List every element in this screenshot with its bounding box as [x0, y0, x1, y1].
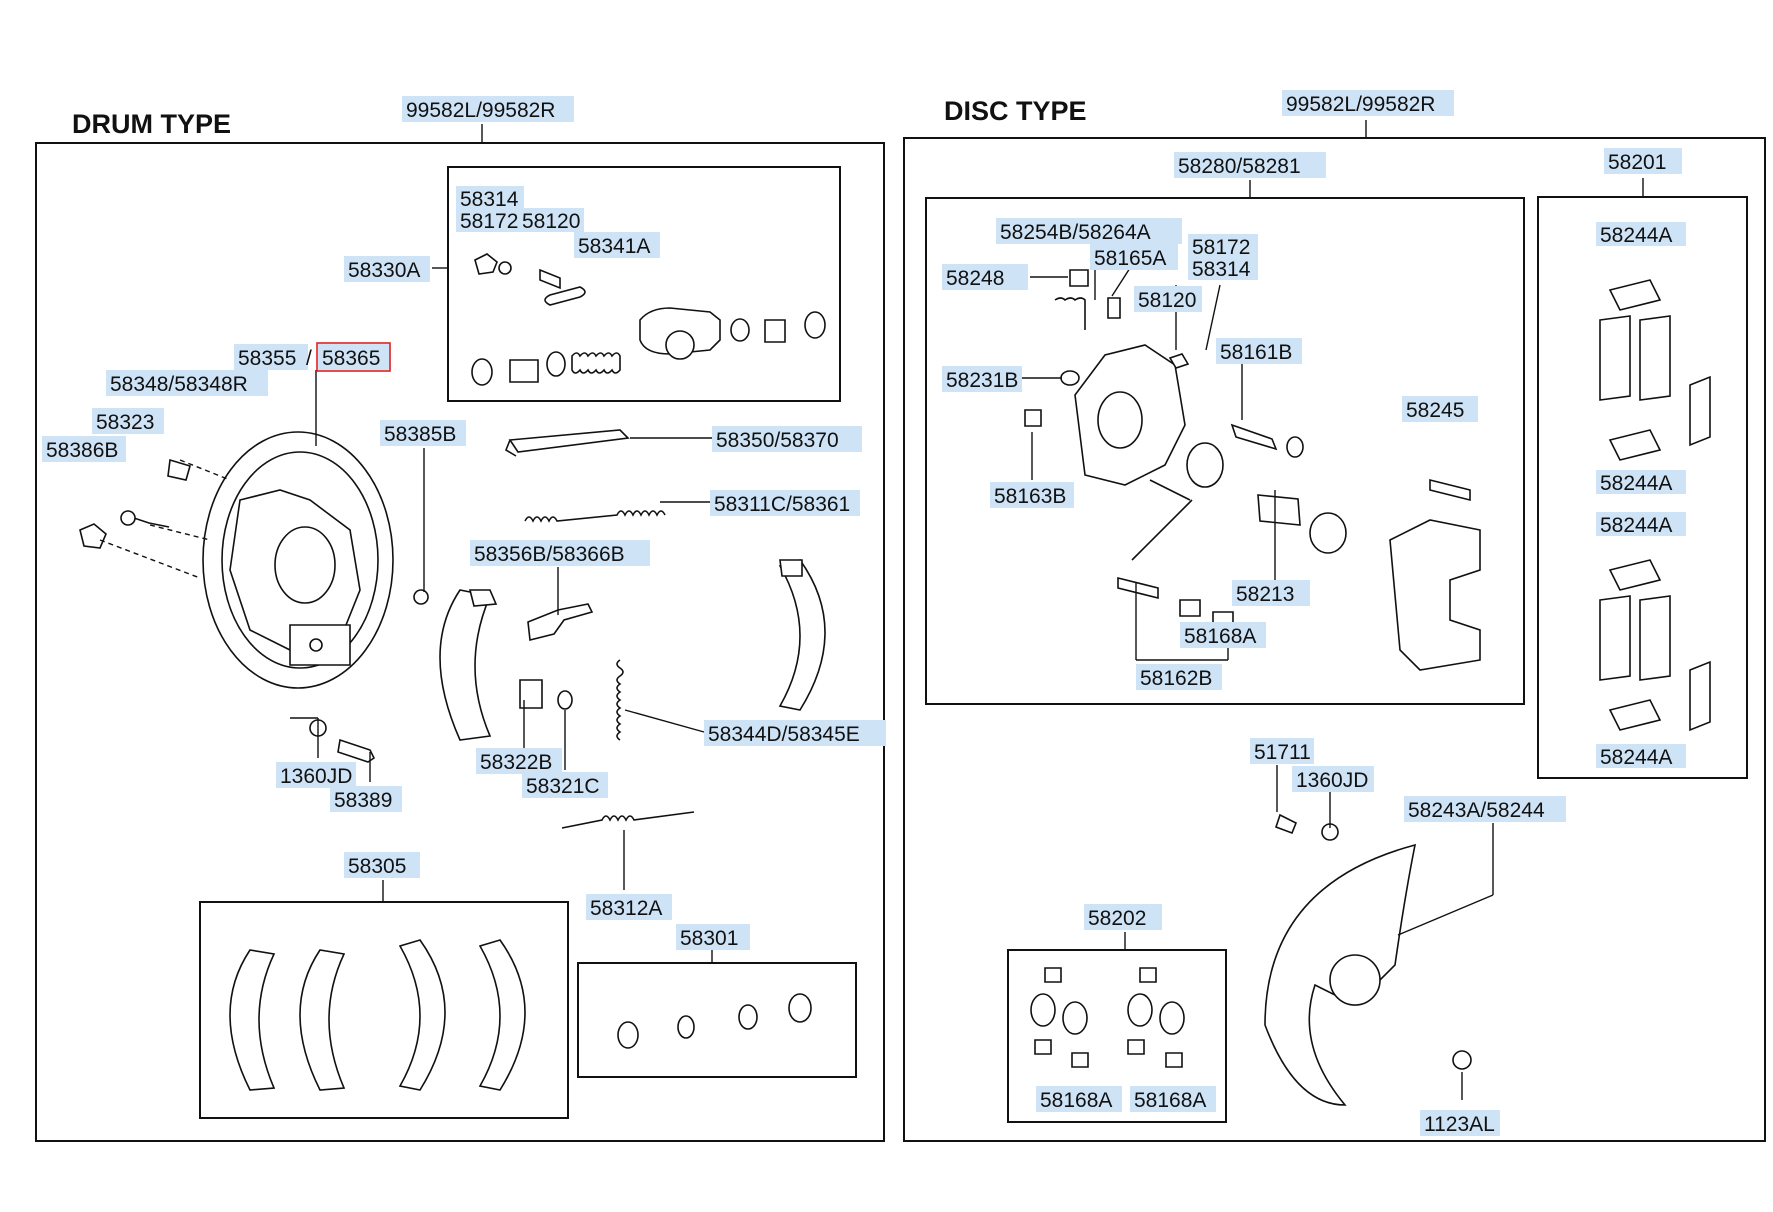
- washer-58321C: [557, 690, 573, 710]
- label-58201[interactable]: 58201: [1608, 151, 1666, 174]
- label-58365[interactable]: 58365: [322, 347, 380, 370]
- label-58385B[interactable]: 58385B: [384, 423, 456, 446]
- label-58350[interactable]: 58350/58370: [716, 429, 839, 452]
- label-58245[interactable]: 58245: [1406, 399, 1464, 422]
- caliper-drawing: [1024, 269, 1481, 671]
- label-58323[interactable]: 58323: [96, 411, 154, 434]
- label-58355[interactable]: 58355: [238, 347, 296, 370]
- label-58330A[interactable]: 58330A: [348, 259, 420, 282]
- shoe-left: [439, 589, 492, 741]
- label-58248[interactable]: 58248: [946, 267, 1004, 290]
- disc-type-title: DISC TYPE: [944, 96, 1087, 126]
- wheel-cylinder-parts: [471, 253, 826, 386]
- label-drum-assembly[interactable]: 99582L/99582R: [406, 99, 555, 122]
- label-58348[interactable]: 58348/58348R: [110, 373, 248, 396]
- label-58243A[interactable]: 58243A/58244: [1408, 799, 1545, 822]
- spring-58322B: [519, 679, 543, 709]
- label-drum-1360JD[interactable]: 1360JD: [280, 765, 352, 788]
- label-disc-assembly[interactable]: 99582L/99582R: [1286, 93, 1435, 116]
- drum-type-frame: [35, 142, 885, 1142]
- spring-58312A: [561, 811, 695, 829]
- disc-labels: 99582L/99582R 58280/58281 58201 58254B/5…: [942, 90, 1686, 1136]
- pad-kit-drawing: [1599, 279, 1711, 732]
- label-drum-58172[interactable]: 58172: [460, 210, 518, 233]
- nut-58386B: [79, 523, 107, 549]
- label-1123AL[interactable]: 1123AL: [1424, 1113, 1495, 1136]
- label-58161B[interactable]: 58161B: [1220, 341, 1292, 364]
- adjuster-58350: [505, 429, 630, 457]
- caliper-frame: [925, 197, 1525, 705]
- spring-58344D: [616, 659, 624, 741]
- label-pad-clip-4[interactable]: 58244A: [1600, 746, 1672, 769]
- leader-lines: [290, 248, 1494, 1100]
- pin-58385B: [413, 589, 429, 605]
- label-pad-clip-3[interactable]: 58244A: [1600, 514, 1672, 537]
- label-disc-58168A[interactable]: 58168A: [1184, 625, 1256, 648]
- label-58356B[interactable]: 58356B/58366B: [474, 543, 625, 566]
- label-disc-58120[interactable]: 58120: [1138, 289, 1196, 312]
- label-58341A[interactable]: 58341A: [578, 235, 650, 258]
- shoe-kit-frame: [199, 901, 569, 1119]
- label-58312A[interactable]: 58312A: [590, 897, 662, 920]
- cylinder-kit-frame: [577, 962, 857, 1078]
- label-58389[interactable]: 58389: [334, 789, 392, 812]
- label-58165A[interactable]: 58165A: [1094, 247, 1166, 270]
- label-disc-58172[interactable]: 58172: [1192, 236, 1250, 259]
- label-51711[interactable]: 51711: [1254, 741, 1311, 764]
- selected-part-outline: [316, 342, 391, 372]
- label-58344D[interactable]: 58344D/58345E: [708, 723, 860, 746]
- drum-labels: 99582L/99582R 58330A 58314 58172 58120 5…: [42, 96, 886, 950]
- label-disc-1360JD[interactable]: 1360JD: [1296, 769, 1368, 792]
- disc-shield-drawing: [1264, 813, 1472, 1106]
- drum-type-title: DRUM TYPE: [72, 109, 231, 139]
- label-58321C[interactable]: 58321C: [526, 775, 600, 798]
- label-58386B[interactable]: 58386B: [46, 439, 118, 462]
- label-58305[interactable]: 58305: [348, 855, 406, 878]
- backing-plate: [202, 431, 394, 689]
- disc-type-frame: [903, 137, 1766, 1142]
- label-58322B[interactable]: 58322B: [480, 751, 552, 774]
- seal-kit-frame: [1007, 949, 1227, 1123]
- label-58231B[interactable]: 58231B: [946, 369, 1018, 392]
- label-pad-clip-1[interactable]: 58244A: [1600, 224, 1672, 247]
- label-58162B[interactable]: 58162B: [1140, 667, 1212, 690]
- label-drum-58314[interactable]: 58314: [460, 188, 519, 211]
- label-seal-1[interactable]: 58168A: [1040, 1089, 1112, 1112]
- shoe-kit-drawing: [229, 939, 526, 1091]
- bolt-58389: [337, 738, 376, 763]
- label-58254B[interactable]: 58254B/58264A: [1000, 221, 1151, 244]
- shoe-right: [778, 559, 826, 711]
- label-58311C[interactable]: 58311C/58361: [714, 493, 850, 516]
- label-seal-2[interactable]: 58168A: [1134, 1089, 1206, 1112]
- seal-kit-drawing: [1030, 967, 1185, 1068]
- label-slash: /: [306, 347, 312, 370]
- lever-58356B: [527, 603, 594, 641]
- label-58163B[interactable]: 58163B: [994, 485, 1066, 508]
- label-drum-58120[interactable]: 58120: [522, 210, 580, 233]
- wheel-cylinder-frame: [447, 166, 841, 402]
- label-58301[interactable]: 58301: [680, 927, 738, 950]
- bolt-58348: [167, 458, 191, 481]
- label-pad-clip-2[interactable]: 58244A: [1600, 472, 1672, 495]
- label-58213[interactable]: 58213: [1236, 583, 1294, 606]
- label-disc-58314[interactable]: 58314: [1192, 258, 1251, 281]
- cylinder-kit-drawing: [617, 993, 812, 1049]
- label-58202[interactable]: 58202: [1088, 907, 1146, 930]
- label-58280[interactable]: 58280/58281: [1178, 155, 1301, 178]
- spring-58311C: [524, 510, 666, 523]
